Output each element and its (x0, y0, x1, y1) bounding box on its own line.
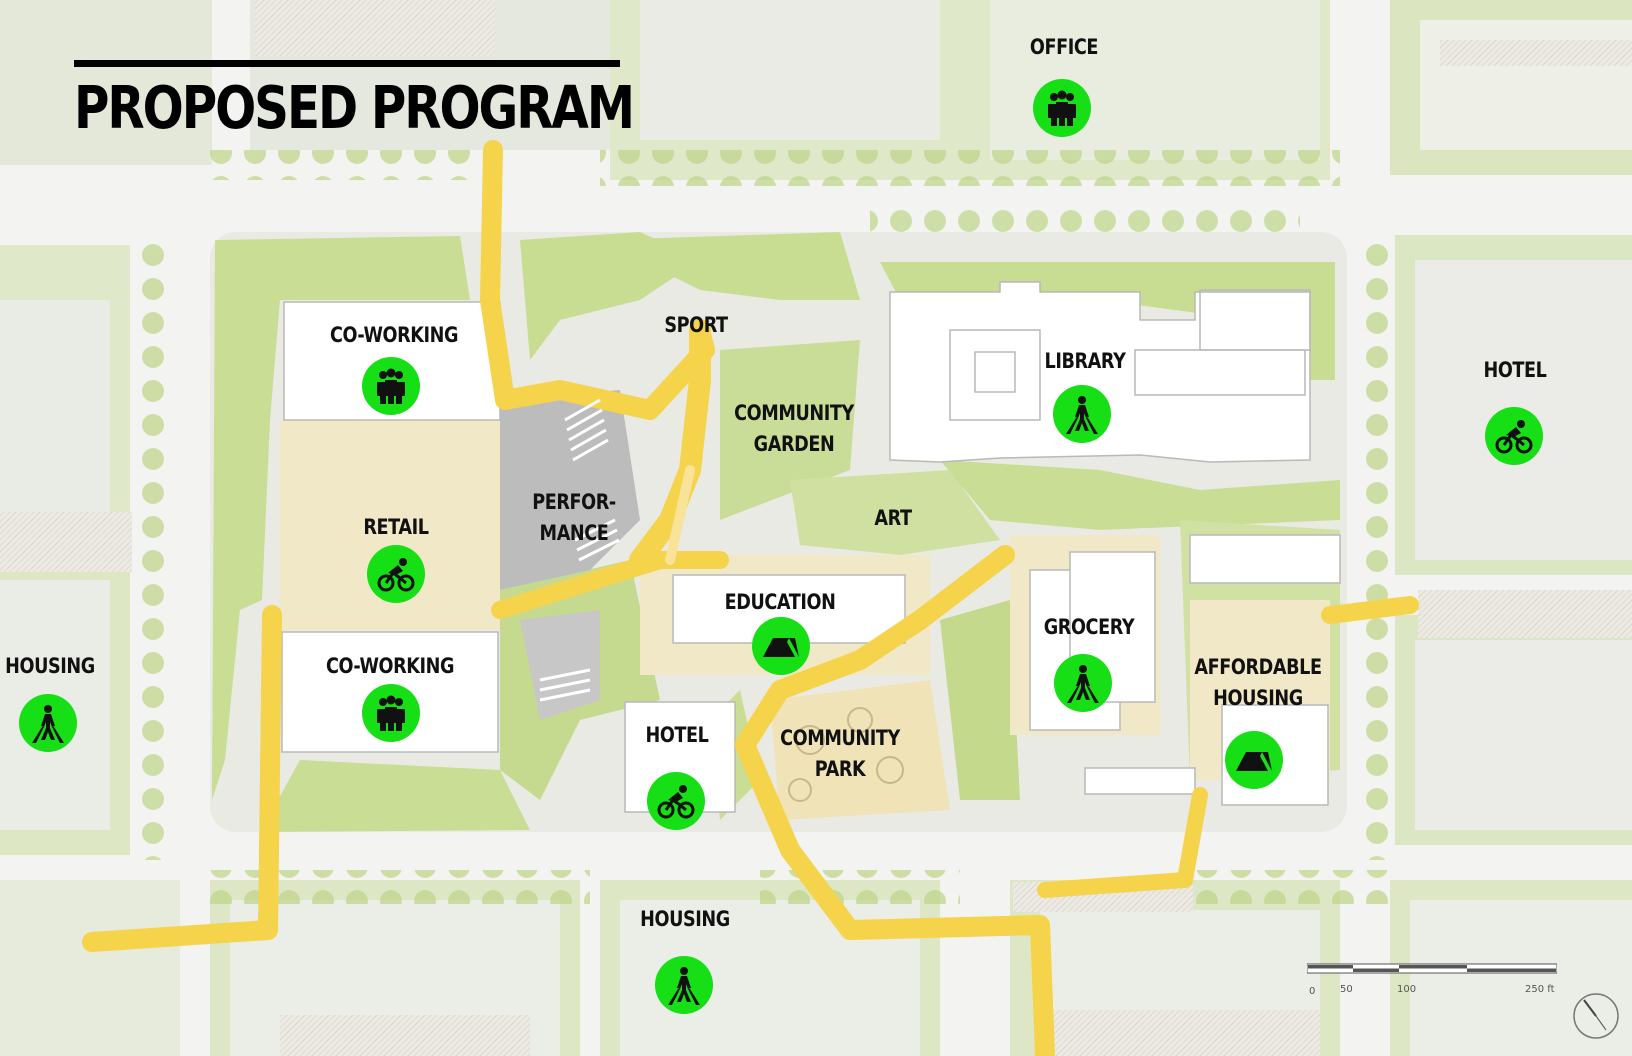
pedestrian-icon (655, 956, 713, 1014)
scale-tick-100: 100 (1397, 984, 1416, 995)
label-coworking-bottom: CO-WORKING (325, 654, 455, 678)
cyclist-icon (647, 772, 705, 830)
label-housing-south: HOUSING (640, 907, 730, 931)
cyclist-icon (1485, 407, 1543, 465)
label-art: ART (874, 506, 912, 530)
scale-tick-0: 0 (1309, 986, 1315, 997)
tent-icon (752, 617, 810, 675)
pedestrian-paths (82, 140, 1419, 1056)
north-arrow-icon (1573, 993, 1619, 1039)
label-office: OFFICE (1029, 35, 1099, 59)
pedestrian-icon (1054, 654, 1112, 712)
label-coworking-top: CO-WORKING (329, 323, 459, 347)
scale-tick-250: 250 ft (1525, 984, 1555, 995)
scale-tick-50: 50 (1340, 984, 1353, 995)
people-group-icon (362, 357, 420, 415)
label-housing-west: HOUSING (5, 654, 95, 678)
people-group-icon (1033, 79, 1091, 137)
map-title-block: PROPOSED PROGRAM (74, 60, 635, 147)
label-hotel-south: HOTEL (645, 723, 709, 747)
label-retail: RETAIL (363, 515, 429, 539)
map-title: PROPOSED PROGRAM (74, 73, 635, 142)
tent-icon (1225, 731, 1283, 789)
performance-stairs (539, 398, 620, 702)
people-group-icon (362, 684, 420, 742)
label-performance: PERFOR-MANCE (532, 490, 616, 545)
label-grocery: GROCERY (1043, 615, 1135, 639)
title-rule (74, 60, 620, 67)
label-library: LIBRARY (1044, 349, 1126, 373)
pedestrian-icon (1053, 385, 1111, 443)
label-sport: SPORT (664, 313, 728, 337)
label-education: EDUCATION (724, 590, 836, 614)
label-hotel-east: HOTEL (1483, 358, 1547, 382)
cyclist-icon (367, 545, 425, 603)
scale-bar: 0 50 100 250 ft (1307, 963, 1557, 997)
pedestrian-icon (19, 694, 77, 752)
